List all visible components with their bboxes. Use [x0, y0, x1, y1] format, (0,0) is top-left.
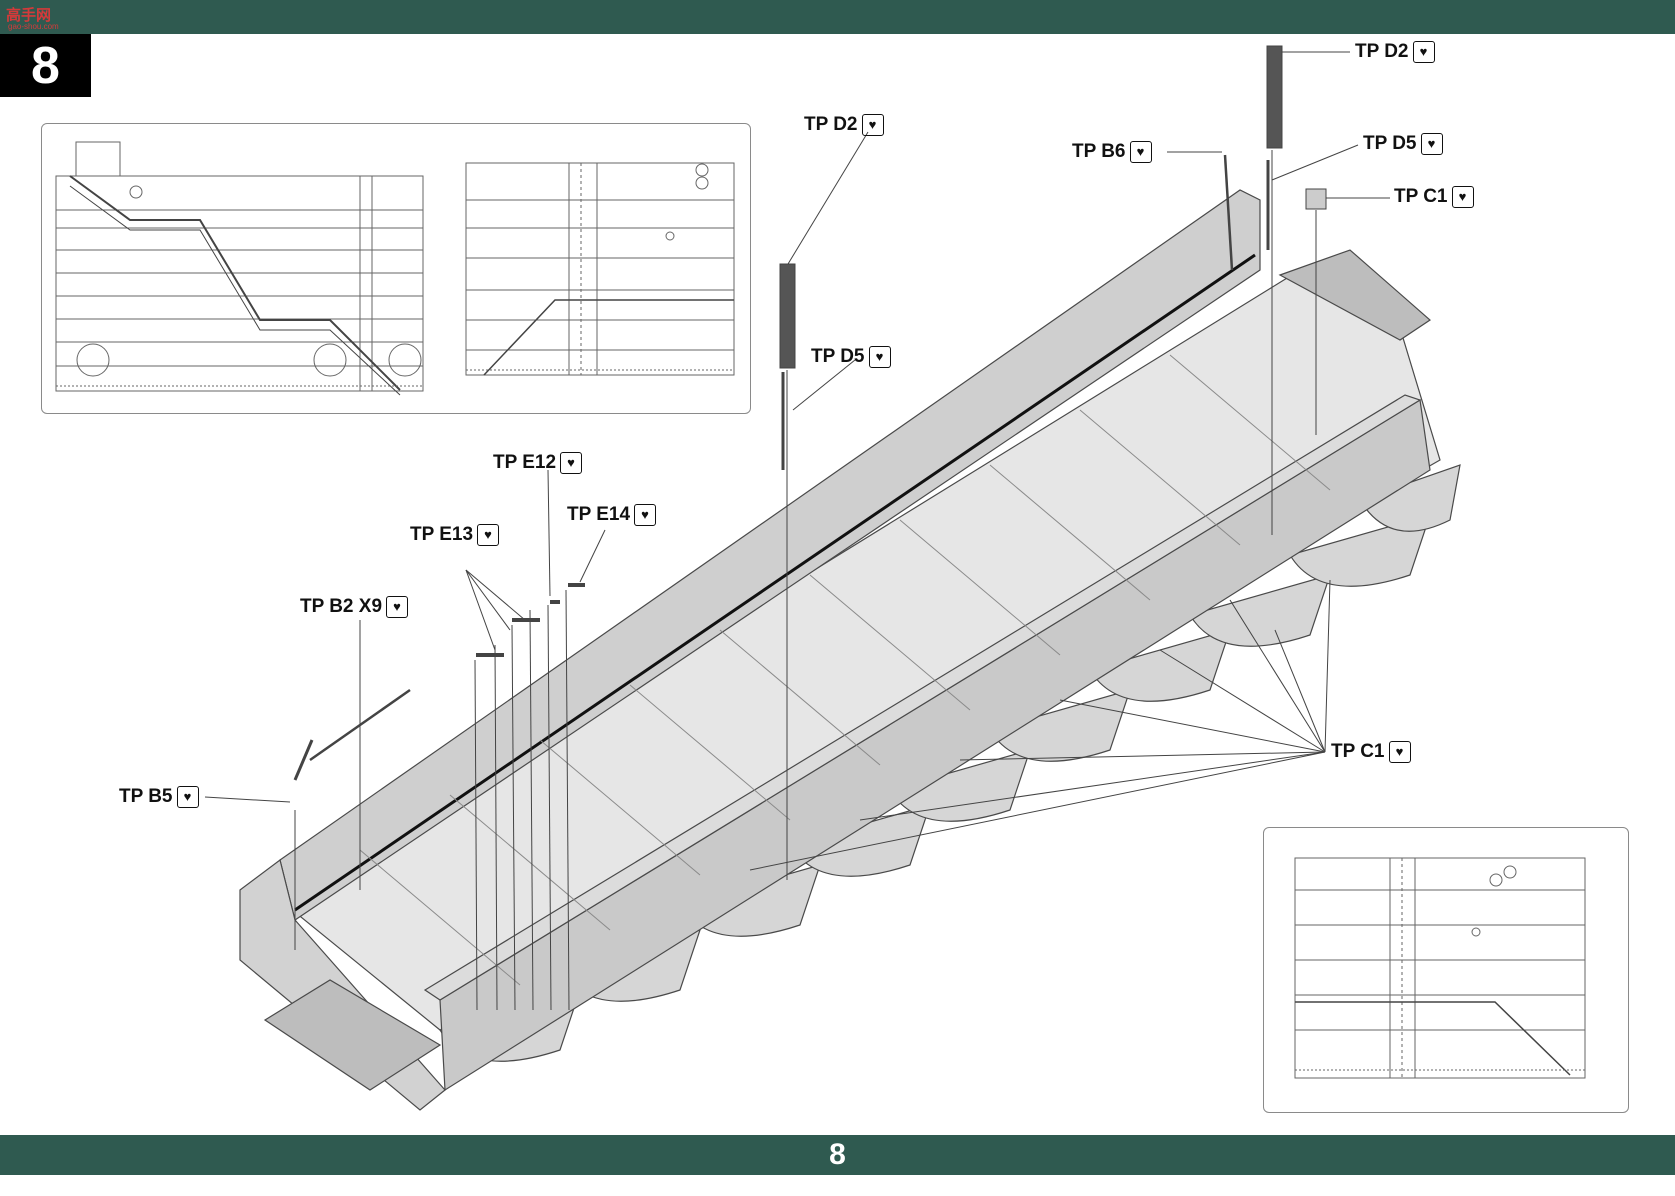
photo-etch-part-icon: ♥ [1129, 141, 1152, 163]
callout-tp-b2: TP B2 X9 ♥ [300, 596, 409, 618]
callout-tp-d2-mid: TP D2 ♥ [804, 114, 884, 136]
photo-etch-part-icon: ♥ [477, 524, 500, 546]
step-number-box [0, 34, 91, 97]
deck-panel-lines [359, 354, 1331, 986]
callout-label: TP E14 [567, 504, 631, 525]
callout-label: TP D5 [811, 346, 865, 367]
top-band [0, 0, 1675, 34]
callout-tp-c1-top: TP C1 ♥ [1394, 186, 1474, 208]
leader-lines [204, 45, 1390, 1011]
callout-tp-e13: TP E13 ♥ [410, 524, 500, 546]
photo-etch-part-icon: ♥ [176, 786, 199, 808]
callout-tp-b6: TP B6 ♥ [1072, 141, 1152, 163]
callout-tp-e14: TP E14 ♥ [567, 504, 657, 526]
callout-label: TP D2 [1355, 41, 1409, 62]
photo-etch-part-icon: ♥ [861, 114, 884, 136]
watermark-url: gao-shou.com [8, 22, 59, 31]
callout-label: TP C1 [1394, 186, 1448, 207]
dock-hull [239, 189, 1461, 1111]
callout-tp-c1-right: TP C1 ♥ [1331, 741, 1411, 763]
callout-label: TP D2 [804, 114, 858, 135]
side-elevation-left [55, 141, 424, 396]
callout-label: TP D5 [1363, 133, 1417, 154]
photo-etch-part-icon: ♥ [1388, 741, 1411, 763]
photo-etch-part-icon: ♥ [560, 452, 583, 474]
bottom-band [0, 1135, 1675, 1175]
photo-etch-part-icon: ♥ [386, 596, 409, 618]
step-number: 8 [31, 37, 60, 95]
side-view-inset-frame [41, 123, 751, 414]
callout-label: TP E12 [493, 452, 557, 473]
callout-tp-b5: TP B5 ♥ [119, 786, 199, 808]
callout-label: TP B2 X9 [300, 596, 383, 617]
end-elevation-lower [1294, 857, 1586, 1079]
watermark-logo: 高手网 [6, 7, 52, 24]
end-elevation-upper [465, 162, 735, 376]
callout-tp-d5-mid: TP D5 ♥ [811, 346, 891, 368]
photo-etch-part-icon: ♥ [868, 346, 891, 368]
photo-etch-part-icon: ♥ [1412, 41, 1435, 63]
end-view-inset-frame [1263, 827, 1629, 1113]
callout-label: TP E13 [410, 524, 474, 545]
callout-tp-d5-top: TP D5 ♥ [1363, 133, 1443, 155]
photo-etch-part-icon: ♥ [1420, 133, 1443, 155]
callout-label: TP B6 [1072, 141, 1126, 162]
callout-label: TP C1 [1331, 741, 1385, 762]
photo-etch-part-icon: ♥ [1451, 186, 1474, 208]
photo-etch-part-icon: ♥ [634, 504, 657, 526]
callout-tp-d2-top: TP D2 ♥ [1355, 41, 1435, 63]
callout-tp-e12: TP E12 ♥ [493, 452, 583, 474]
callout-label: TP B5 [119, 786, 173, 807]
page-number: 8 [829, 1138, 846, 1171]
